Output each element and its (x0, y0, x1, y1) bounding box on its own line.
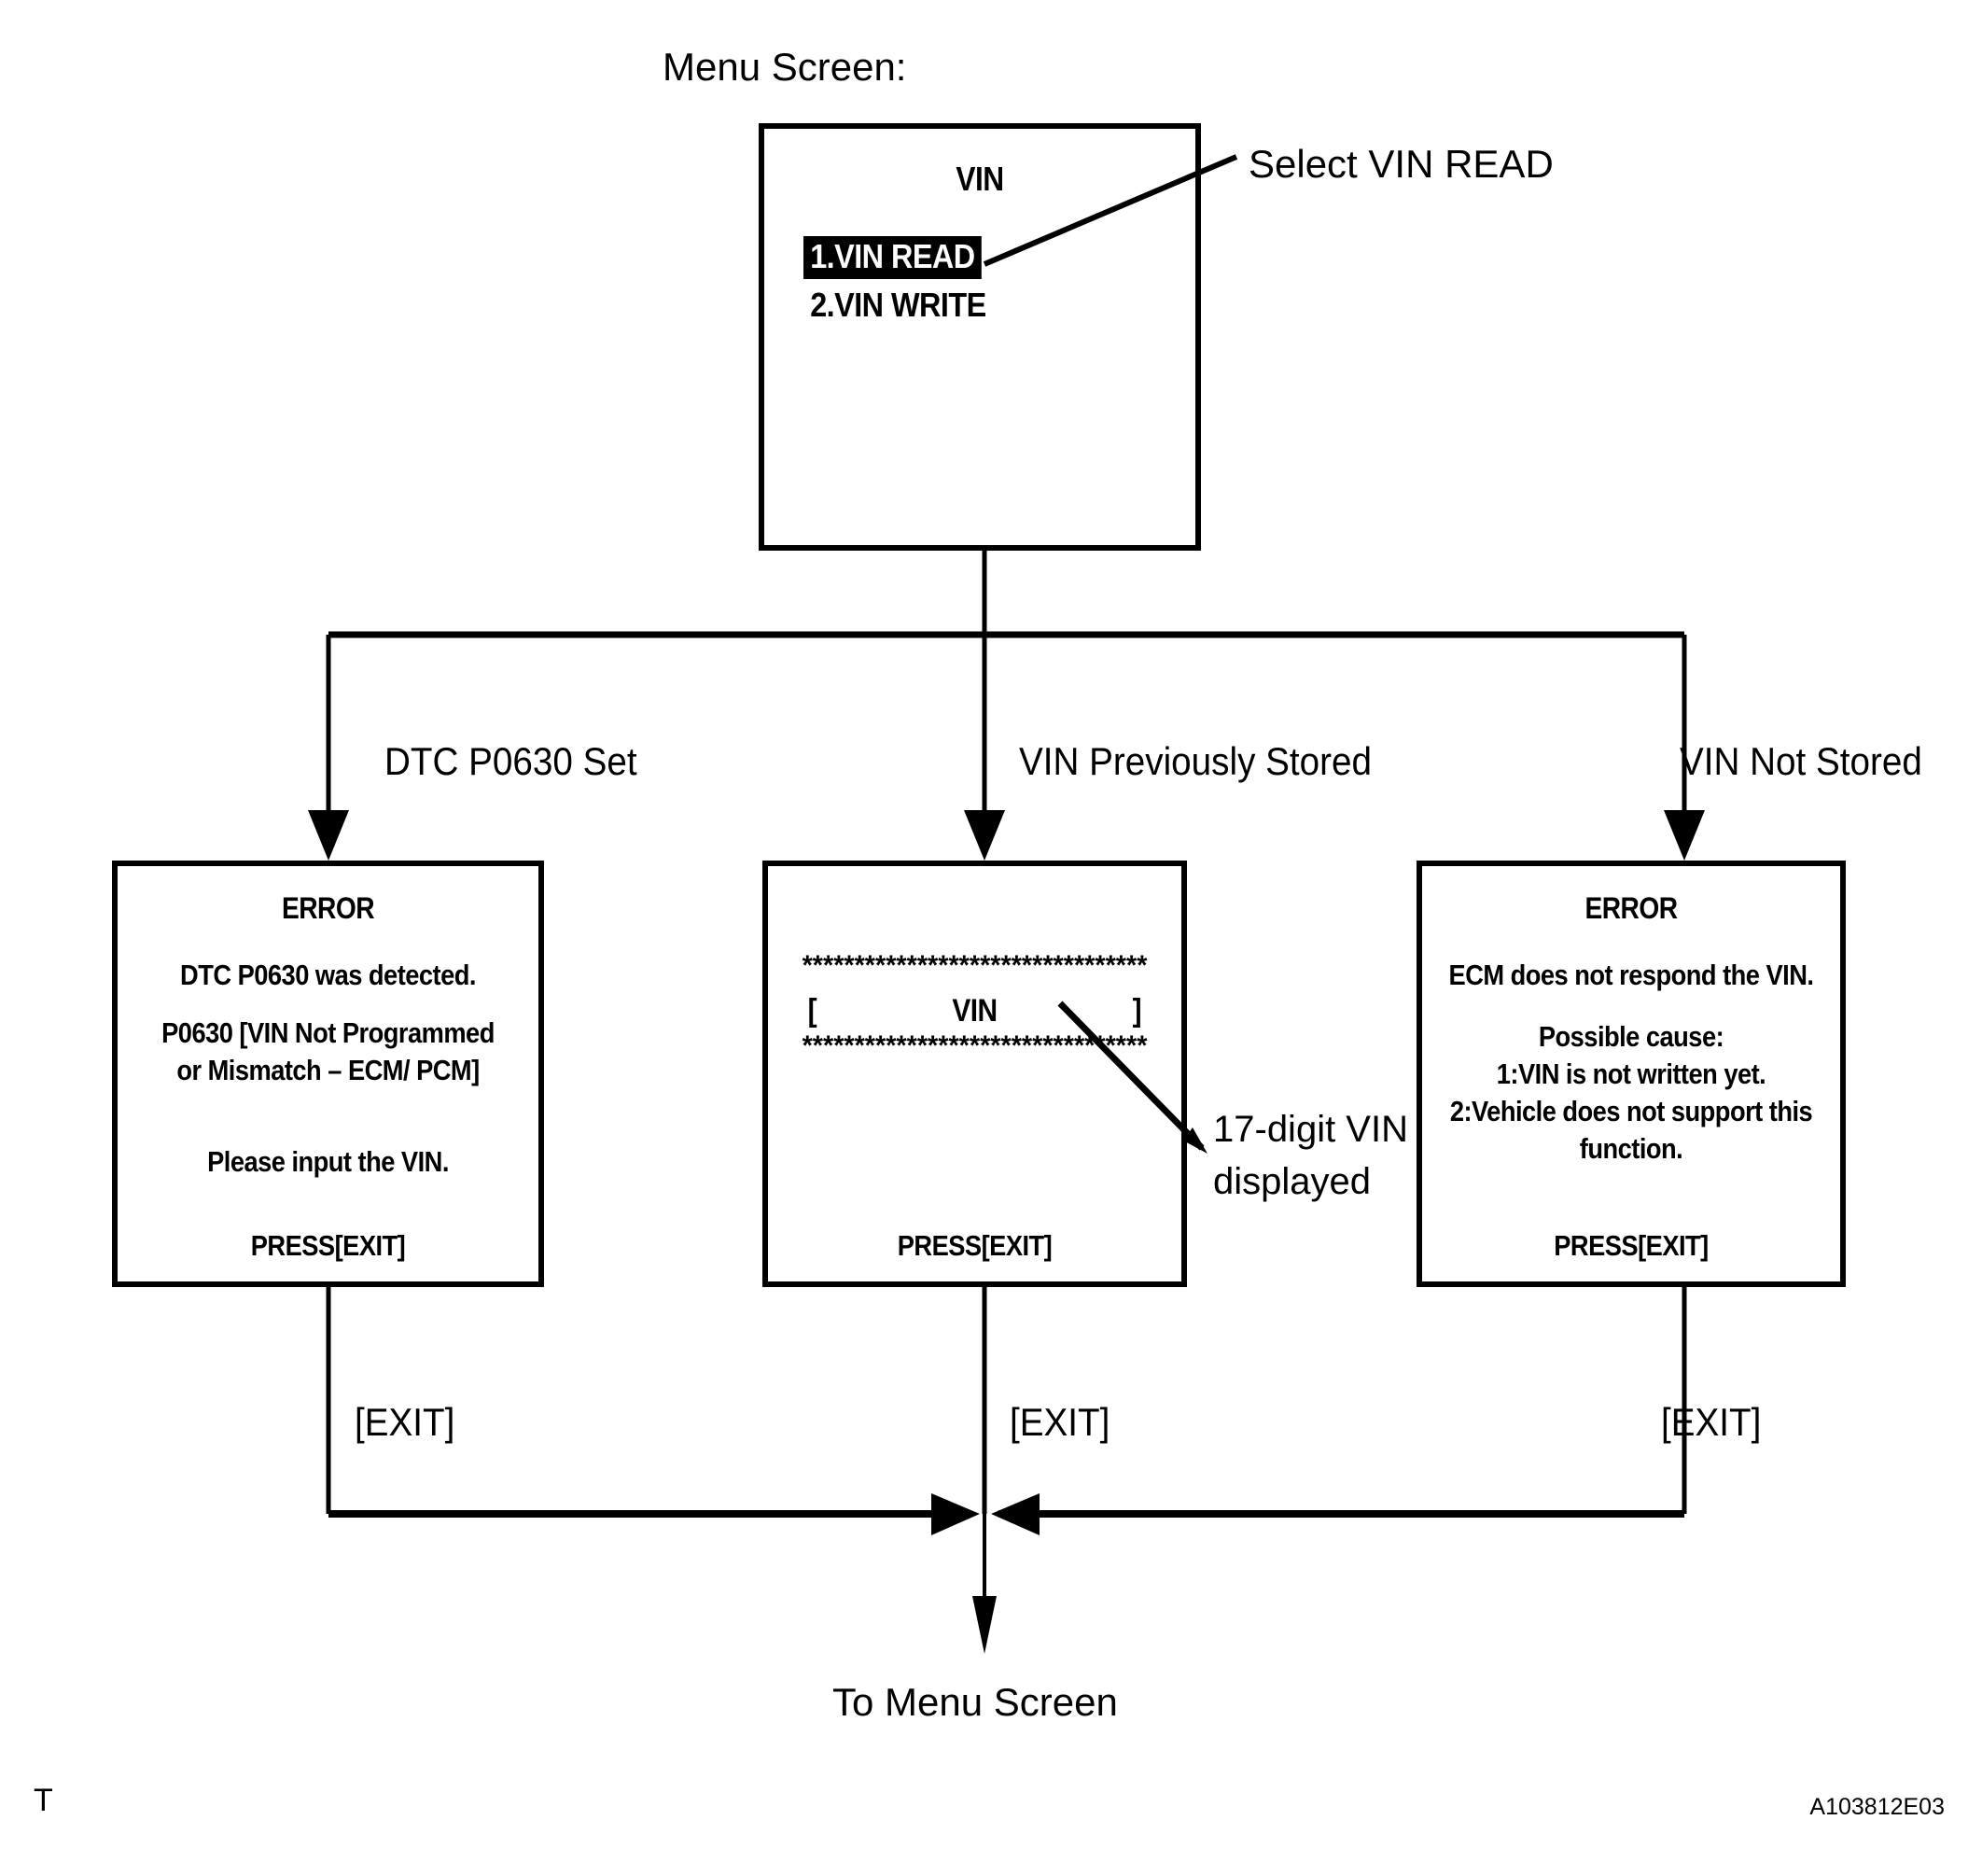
menu-item-vin-read[interactable]: 1.VIN READ (803, 236, 1139, 280)
dtc-error-screen-box: ERROR DTC P0630 was detected. P0630 [VIN… (112, 861, 544, 1287)
no-vin-error-line-5: function. (1579, 1132, 1683, 1165)
corner-mark-t: T (34, 1783, 53, 1818)
dtc-error-footer: PRESS[EXIT] (250, 1229, 406, 1262)
exit-label-middle: [EXIT] (1010, 1400, 1110, 1444)
vin-display-stars-bottom: ********************************* (802, 1030, 1148, 1061)
vin-display-footer: PRESS[EXIT] (897, 1229, 1053, 1262)
menu-item-vin-write-label: 2.VIN WRITE (810, 286, 986, 325)
dtc-error-line-4: Please input the VIN. (207, 1145, 449, 1178)
no-vin-error-line-2: Possible cause: (1538, 1020, 1724, 1053)
vin-display-bracket-open: [ (807, 993, 817, 1029)
no-vin-error-line-4: 2:Vehicle does not support this (1449, 1095, 1813, 1127)
branch-label-dtc-set: DTC P0630 Set (384, 739, 637, 783)
vin-display-stars-top: ********************************* (802, 950, 1148, 981)
branch-arrow-right (1664, 810, 1705, 861)
dtc-error-title: ERROR (281, 891, 375, 925)
branch-arrow-left (308, 810, 349, 861)
exit-label-left: [EXIT] (355, 1400, 455, 1444)
menu-screen-box: VIN 1.VIN READ 2.VIN WRITE (759, 123, 1201, 551)
no-vin-error-line-1: ECM does not respond the VIN. (1448, 959, 1814, 991)
menu-item-vin-read-label: 1.VIN READ (803, 236, 982, 280)
no-vin-error-screen-box: ERROR ECM does not respond the VIN. Poss… (1417, 861, 1846, 1287)
dtc-error-line-3: or Mismatch – ECM/ PCM] (176, 1054, 480, 1086)
to-menu-screen-label: To Menu Screen (832, 1680, 1118, 1724)
vin-display-bracket-close: ] (1132, 993, 1142, 1029)
dtc-error-line-1: DTC P0630 was detected. (180, 959, 476, 991)
branch-arrow-middle (964, 810, 1005, 861)
branch-label-vin-stored: VIN Previously Stored (1019, 739, 1372, 783)
no-vin-error-title: ERROR (1584, 891, 1678, 925)
menu-screen-item-list: 1.VIN READ 2.VIN WRITE (803, 236, 1139, 329)
vin-display-screen-box: ********************************* [ VIN … (762, 861, 1187, 1287)
no-vin-error-footer: PRESS[EXIT] (1554, 1229, 1709, 1262)
menu-screen-caption: Menu Screen: (663, 45, 907, 89)
vin-digit-annotation-line-2: displayed (1213, 1161, 1372, 1202)
figure-id-label: A103812E03 (1809, 1794, 1945, 1820)
exit-label-right: [EXIT] (1661, 1400, 1762, 1444)
convergence-arrow-from-right (991, 1493, 1040, 1535)
no-vin-error-line-3: 1:VIN is not written yet. (1496, 1057, 1766, 1090)
vin-digit-annotation-line-1: 17-digit VIN (1213, 1109, 1408, 1150)
final-trunk-arrow (972, 1596, 997, 1654)
menu-screen-title: VIN (956, 160, 1004, 198)
convergence-arrow-from-left (931, 1493, 980, 1535)
select-vin-read-callout: Select VIN READ (1249, 142, 1554, 186)
dtc-error-line-2: P0630 [VIN Not Programmed (161, 1016, 495, 1049)
vin-display-vin-label: VIN (952, 993, 998, 1029)
menu-item-vin-write[interactable]: 2.VIN WRITE (803, 285, 1139, 328)
branch-label-vin-not-stored: VIN Not Stored (1680, 739, 1922, 783)
